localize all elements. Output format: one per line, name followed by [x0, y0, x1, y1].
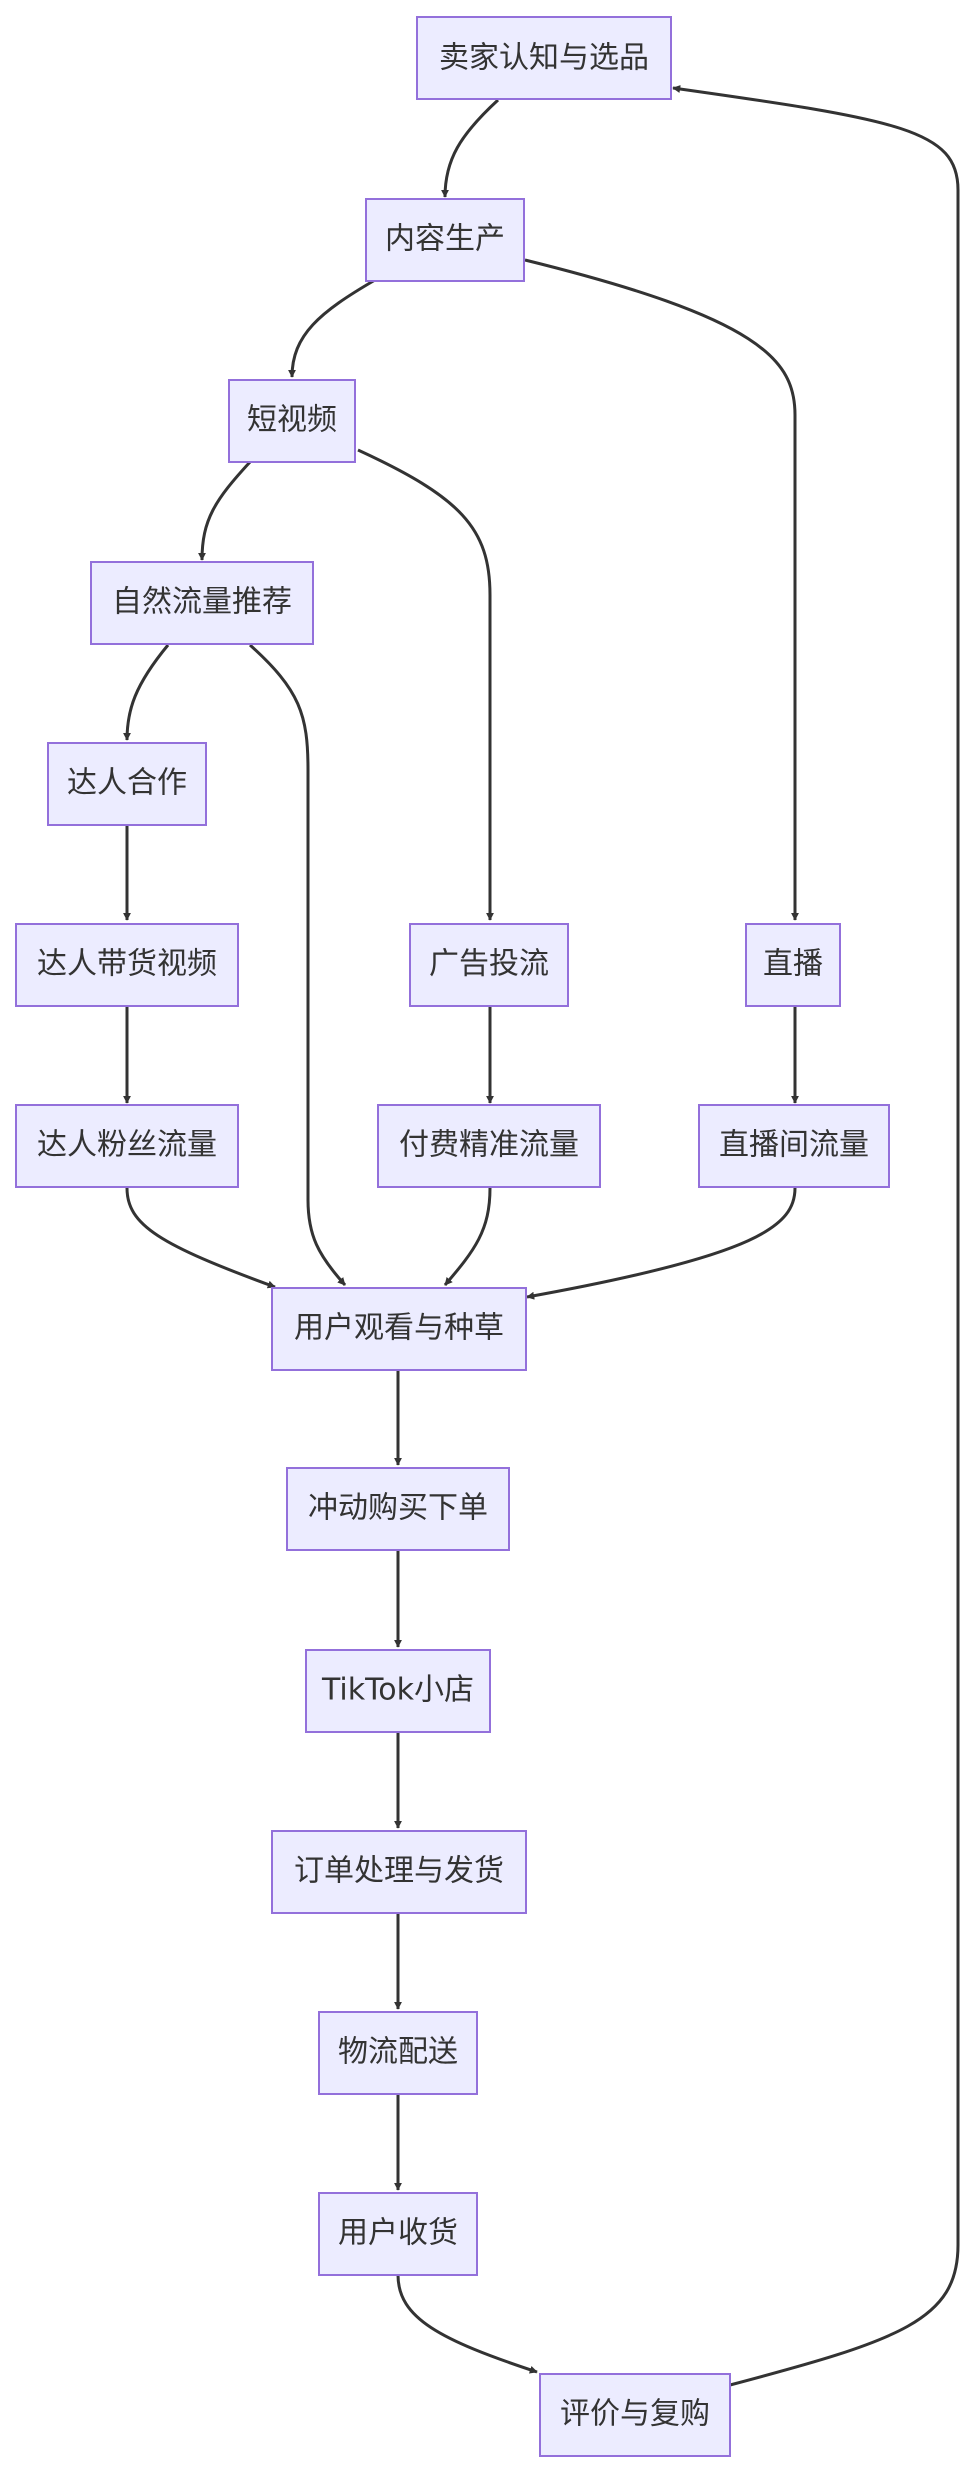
edge-review-to-seller	[672, 85, 960, 2387]
edges	[123, 85, 960, 2387]
edge-short-video-to-ads	[357, 448, 494, 921]
edge-receive-to-review	[396, 2274, 538, 2374]
nodes: 卖家认知与选品 内容生产 短视频 自然流量推荐 达人合作 达人带货视频 达人粉丝…	[15, 16, 890, 2457]
node-label: 达人粉丝流量	[37, 1128, 217, 1163]
node-kol-coop[interactable]: 达人合作	[47, 742, 207, 826]
node-label: 用户观看与种草	[294, 1311, 504, 1346]
node-label: 评价与复购	[560, 2397, 710, 2432]
node-order[interactable]: 冲动购买下单	[286, 1467, 510, 1551]
node-label: 短视频	[247, 403, 337, 438]
edge-seller-to-content	[441, 98, 500, 198]
node-label: 自然流量推荐	[112, 585, 292, 620]
node-label: 物流配送	[338, 2035, 458, 2070]
node-kol-video[interactable]: 达人带货视频	[15, 923, 239, 1007]
node-natural-traffic[interactable]: 自然流量推荐	[90, 561, 314, 645]
node-label: 达人带货视频	[37, 947, 217, 982]
edge-paid-traffic-to-watch	[443, 1187, 492, 1286]
node-shop[interactable]: TikTok小店	[305, 1649, 491, 1733]
node-label: 冲动购买下单	[308, 1491, 488, 1526]
node-live-traffic[interactable]: 直播间流量	[698, 1104, 890, 1188]
node-content[interactable]: 内容生产	[365, 198, 525, 282]
node-label: 卖家认知与选品	[439, 41, 649, 76]
edge-kol-fans-to-watch	[125, 1187, 276, 1289]
node-label: 直播间流量	[719, 1128, 869, 1163]
node-watch[interactable]: 用户观看与种草	[271, 1287, 527, 1371]
edge-natural-traffic-to-watch	[248, 643, 347, 1287]
node-paid-traffic[interactable]: 付费精准流量	[377, 1104, 601, 1188]
node-label: 订单处理与发货	[294, 1854, 504, 1889]
node-review[interactable]: 评价与复购	[539, 2373, 731, 2457]
node-label: 付费精准流量	[399, 1128, 579, 1163]
node-label: 直播	[763, 947, 823, 982]
node-short-video[interactable]: 短视频	[228, 379, 356, 463]
node-label: 内容生产	[385, 222, 505, 257]
node-fulfill[interactable]: 订单处理与发货	[271, 1830, 527, 1914]
node-label: 用户收货	[338, 2216, 458, 2251]
node-seller[interactable]: 卖家认知与选品	[416, 16, 672, 100]
node-label: 达人合作	[67, 766, 187, 801]
node-ads[interactable]: 广告投流	[409, 923, 569, 1007]
node-label: TikTok小店	[321, 1673, 474, 1708]
node-live[interactable]: 直播	[745, 923, 841, 1007]
edge-live-traffic-to-watch	[526, 1187, 797, 1300]
node-receive[interactable]: 用户收货	[318, 2192, 478, 2276]
edge-content-to-live	[524, 258, 799, 921]
edge-natural-traffic-to-kol-coop	[123, 644, 170, 741]
node-kol-fans[interactable]: 达人粉丝流量	[15, 1104, 239, 1188]
node-logistics[interactable]: 物流配送	[318, 2011, 478, 2095]
node-label: 广告投流	[429, 947, 549, 982]
edge-content-to-short-video	[288, 278, 376, 378]
edge-short-video-to-natural-traffic	[198, 460, 252, 561]
